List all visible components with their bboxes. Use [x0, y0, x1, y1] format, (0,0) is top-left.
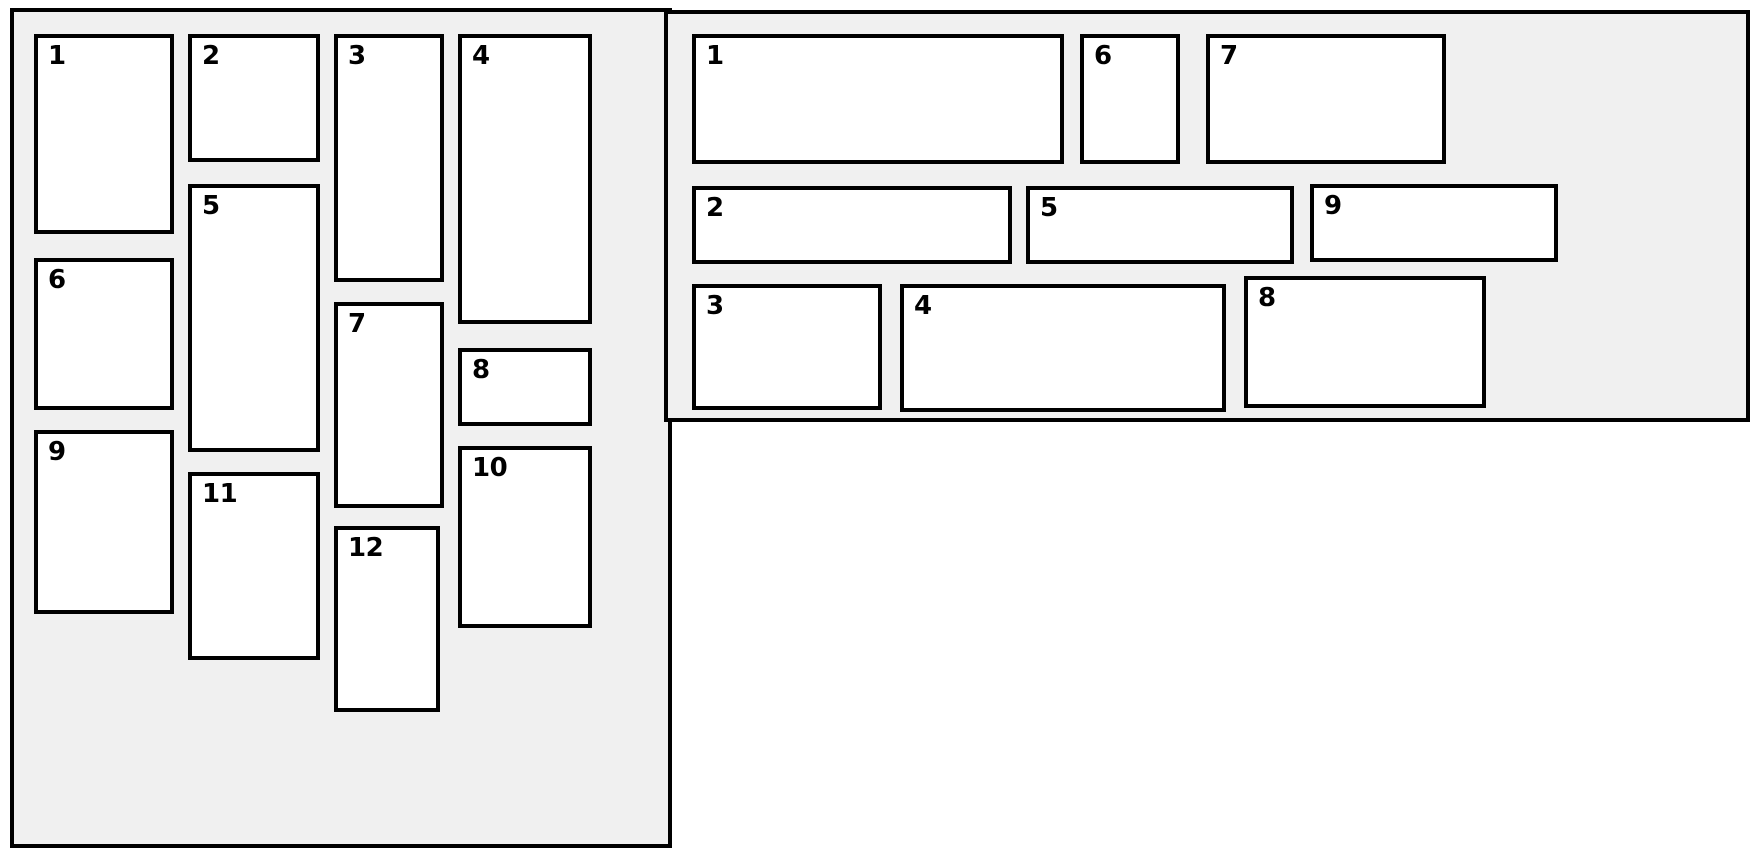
packed-box-8[interactable]: 8 — [1244, 276, 1486, 408]
packed-box-9[interactable]: 9 — [1310, 184, 1558, 262]
box-label: 3 — [348, 41, 366, 71]
packed-box-11[interactable]: 11 — [188, 472, 320, 660]
box-label: 5 — [202, 191, 220, 221]
packed-box-12[interactable]: 12 — [334, 526, 440, 712]
box-label: 7 — [348, 309, 366, 339]
box-label: 7 — [1220, 41, 1238, 71]
box-label: 4 — [914, 291, 932, 321]
packed-box-5[interactable]: 5 — [188, 184, 320, 452]
box-label: 10 — [472, 453, 508, 483]
box-label: 8 — [1258, 283, 1276, 313]
box-label: 9 — [48, 437, 66, 467]
packed-box-7[interactable]: 7 — [334, 302, 444, 508]
packed-box-4[interactable]: 4 — [900, 284, 1226, 412]
packed-box-10[interactable]: 10 — [458, 446, 592, 628]
packed-box-2[interactable]: 2 — [692, 186, 1012, 264]
box-label: 2 — [706, 193, 724, 223]
packed-box-8[interactable]: 8 — [458, 348, 592, 426]
box-label: 11 — [202, 479, 238, 509]
box-label: 6 — [1094, 41, 1112, 71]
box-label: 9 — [1324, 191, 1342, 221]
packed-box-5[interactable]: 5 — [1026, 186, 1294, 264]
box-label: 5 — [1040, 193, 1058, 223]
box-label: 1 — [706, 41, 724, 71]
packed-box-3[interactable]: 3 — [692, 284, 882, 410]
box-label: 1 — [48, 41, 66, 71]
box-label: 6 — [48, 265, 66, 295]
packed-box-1[interactable]: 1 — [34, 34, 174, 234]
packed-box-6[interactable]: 6 — [1080, 34, 1180, 164]
packed-box-9[interactable]: 9 — [34, 430, 174, 614]
box-label: 2 — [202, 41, 220, 71]
packed-box-6[interactable]: 6 — [34, 258, 174, 410]
box-label: 8 — [472, 355, 490, 385]
box-label: 3 — [706, 291, 724, 321]
packed-box-2[interactable]: 2 — [188, 34, 320, 162]
box-label: 12 — [348, 533, 384, 563]
packed-box-7[interactable]: 7 — [1206, 34, 1446, 164]
packed-box-1[interactable]: 1 — [692, 34, 1064, 164]
box-label: 4 — [472, 41, 490, 71]
packed-box-3[interactable]: 3 — [334, 34, 444, 282]
panel-right[interactable]: 1 2 3 4 5 6 7 8 9 — [664, 10, 1750, 422]
packed-box-4[interactable]: 4 — [458, 34, 592, 324]
